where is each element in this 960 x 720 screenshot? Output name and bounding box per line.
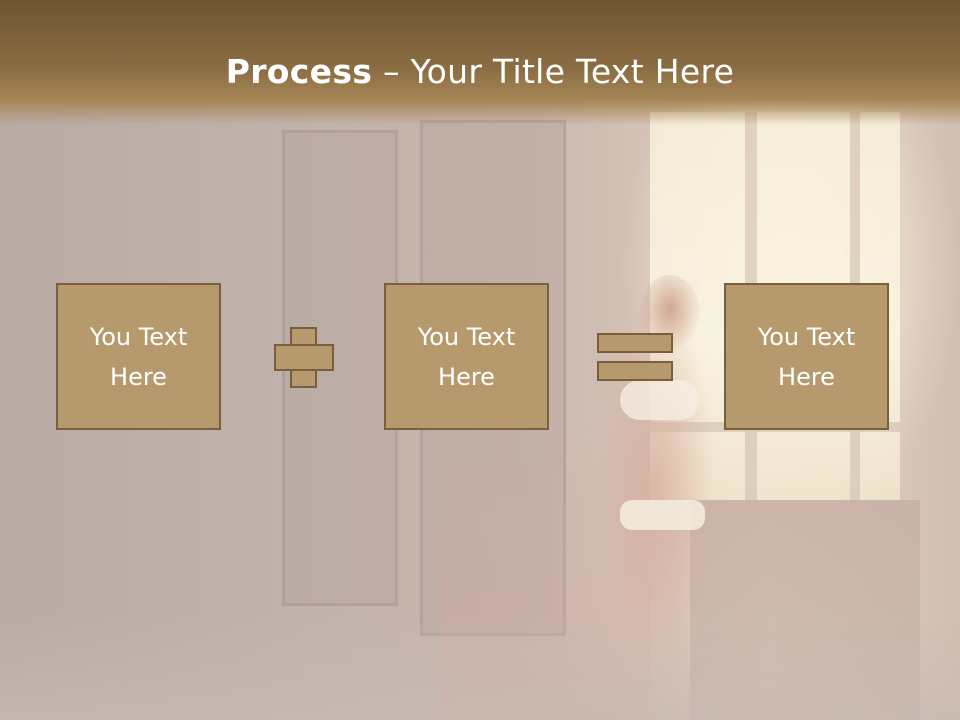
background-floor bbox=[0, 610, 960, 720]
title-rest: – Your Title Text Here bbox=[372, 52, 735, 91]
process-box-1[interactable]: You Text Here bbox=[56, 283, 221, 430]
process-box-2[interactable]: You Text Here bbox=[384, 283, 549, 430]
process-box-3[interactable]: You Text Here bbox=[724, 283, 889, 430]
slide-title[interactable]: Process – Your Title Text Here bbox=[0, 52, 960, 91]
title-bold: Process bbox=[225, 52, 373, 91]
title-band bbox=[0, 0, 960, 125]
